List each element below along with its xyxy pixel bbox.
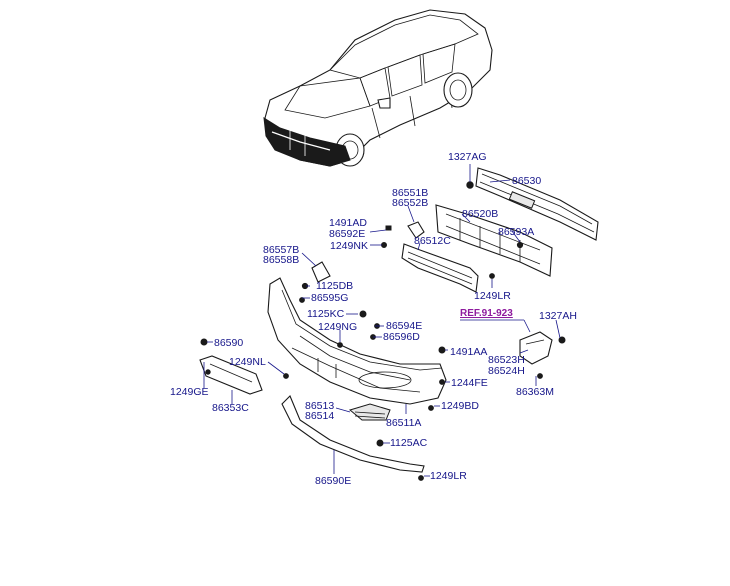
- reference-link[interactable]: REF.91-923: [460, 308, 513, 319]
- label-86592E[interactable]: 86592E: [329, 228, 365, 240]
- label-1327AH[interactable]: 1327AH: [539, 310, 577, 322]
- label-86363M[interactable]: 86363M: [516, 386, 554, 398]
- label-1249LR-lower[interactable]: 1249LR: [430, 470, 467, 482]
- label-1249NG[interactable]: 1249NG: [318, 321, 357, 333]
- car-illustration: [263, 9, 493, 167]
- grille-bracket-86512C: [401, 243, 479, 293]
- label-1249BD[interactable]: 1249BD: [441, 400, 479, 412]
- label-1244FE[interactable]: 1244FE: [451, 377, 488, 389]
- lower-strip-86590E: [281, 395, 425, 473]
- label-1125DB[interactable]: 1125DB: [316, 280, 353, 292]
- label-86593A[interactable]: 86593A: [498, 226, 534, 238]
- label-1125KC[interactable]: 1125KC: [307, 308, 345, 320]
- leader-lines: [203, 164, 561, 477]
- label-86596D[interactable]: 86596D: [383, 331, 420, 343]
- bracket-86557B: [311, 261, 331, 283]
- fasteners: [200, 181, 566, 481]
- label-86353C[interactable]: 86353C: [212, 402, 249, 414]
- bracket-86353C: [199, 355, 263, 395]
- label-86595G[interactable]: 86595G: [311, 292, 348, 304]
- label-86513[interactable]: 86513: [305, 400, 334, 412]
- label-1249NK[interactable]: 1249NK: [330, 240, 368, 252]
- label-1249GE[interactable]: 1249GE: [170, 386, 209, 398]
- bumper-cover-86511A: [267, 277, 447, 405]
- label-1327AG[interactable]: 1327AG: [448, 151, 487, 163]
- label-86520B[interactable]: 86520B: [462, 208, 498, 220]
- label-86530[interactable]: 86530: [512, 175, 541, 187]
- part-labels: 1327AG 86530 86551B 86552B 86520B 1491AD…: [170, 151, 577, 487]
- label-1125AC[interactable]: 1125AC: [390, 437, 428, 449]
- label-86524H[interactable]: 86524H: [488, 365, 525, 377]
- label-86512C[interactable]: 86512C: [414, 235, 451, 247]
- label-86590E[interactable]: 86590E: [315, 475, 351, 487]
- bracket-86523H: [519, 331, 553, 365]
- label-86557B[interactable]: 86557B: [263, 244, 299, 256]
- label-1249LR-upper[interactable]: 1249LR: [474, 290, 511, 302]
- label-86558B[interactable]: 86558B: [263, 254, 299, 266]
- label-1491AA[interactable]: 1491AA: [450, 346, 487, 358]
- label-86552B[interactable]: 86552B: [392, 197, 428, 209]
- label-86551B[interactable]: 86551B: [392, 187, 428, 199]
- back-beam-86530: [475, 167, 599, 241]
- energy-absorber-86520B: [435, 204, 553, 277]
- label-86511A[interactable]: 86511A: [386, 417, 421, 429]
- label-86594E[interactable]: 86594E: [386, 320, 422, 332]
- label-86514[interactable]: 86514: [305, 410, 334, 422]
- label-86523H[interactable]: 86523H: [488, 354, 525, 366]
- label-1249NL[interactable]: 1249NL: [229, 356, 266, 368]
- label-86590[interactable]: 86590: [214, 337, 243, 349]
- label-1491AD[interactable]: 1491AD: [329, 217, 367, 229]
- fog-lamp-cover-86513: [348, 403, 391, 421]
- bracket-86551B: [407, 221, 425, 239]
